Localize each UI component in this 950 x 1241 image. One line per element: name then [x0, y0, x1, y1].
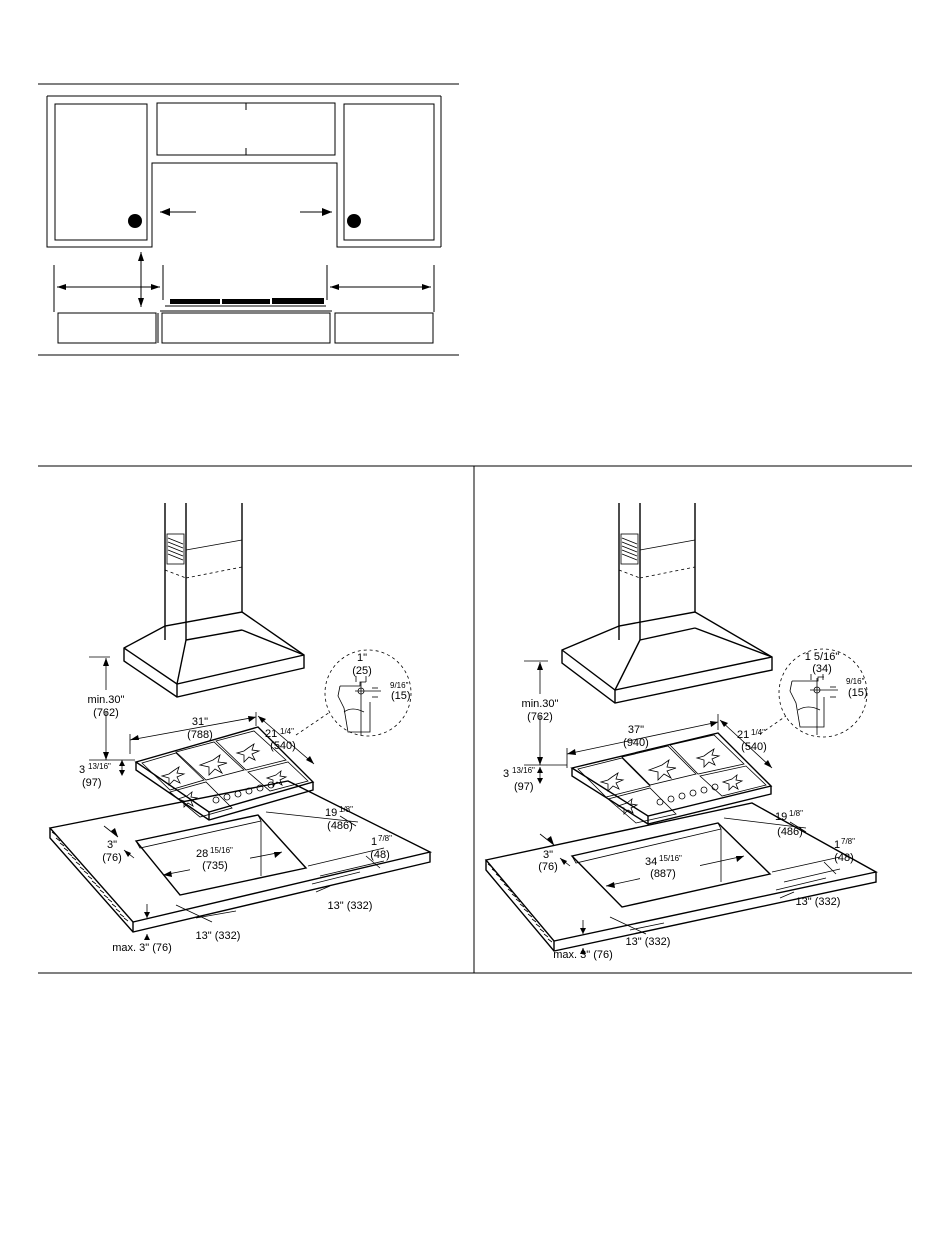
left-cabinet-knob [128, 214, 142, 228]
width-in: 37" [628, 724, 644, 736]
width-mm: (940) [623, 737, 649, 749]
back-clear-mm: (48) [370, 849, 390, 861]
depth-mm: (540) [270, 740, 296, 752]
detail-top-in: 1" [357, 652, 367, 664]
depth-mm: (540) [741, 741, 767, 753]
detail-side-mm: (15) [391, 690, 411, 702]
side-right-clear: 13" (332) [796, 896, 841, 908]
cutout-depth-in-frac: 1/8" [339, 805, 353, 814]
back-clear-mm: (48) [834, 852, 854, 864]
cutout-width-in-frac: 15/16" [210, 846, 233, 855]
depth-in-frac: 1/4" [751, 728, 765, 737]
cutout-width-in-whole: 34 [645, 856, 657, 868]
front-clear-in: 3" [543, 849, 553, 861]
side-left-clear: 13" (332) [196, 930, 241, 942]
height-in-frac: 13/16" [512, 766, 535, 775]
figure-36in-cooktop: min.30" (762) 37" (940) 21 1/4" (540) [484, 503, 878, 961]
height-in-whole: 3 [79, 764, 85, 776]
detail-side-in: 9/16" [846, 677, 865, 686]
back-clear-in-frac: 7/8" [841, 837, 855, 846]
side-left-clear: 13" (332) [626, 936, 671, 948]
cutout-width-mm: (887) [650, 868, 676, 880]
hood-chimney [164, 503, 243, 640]
height-in-whole: 3 [503, 768, 509, 780]
countertop-36in [484, 802, 878, 952]
detail-side-in: 9/16" [390, 681, 409, 690]
cutout-depth-in-whole: 19 [775, 811, 787, 823]
front-clear-mm: (76) [102, 852, 122, 864]
detail-top-mm: (25) [352, 665, 372, 677]
back-clear-in-frac: 7/8" [378, 834, 392, 843]
cutout-depth-in-frac: 1/8" [789, 809, 803, 818]
hood-chimney [618, 503, 696, 640]
countertop-30in [48, 780, 433, 933]
cutout-width-mm: (735) [202, 860, 228, 872]
depth-in-whole: 21 [265, 728, 277, 740]
back-clear-in-whole: 1 [371, 836, 377, 848]
width-mm: (788) [187, 729, 213, 741]
depth-in-whole: 21 [737, 729, 749, 741]
depth-in-frac: 1/4" [280, 727, 294, 736]
cooktop-30in [134, 726, 315, 821]
left-upper-cabinet-door [54, 103, 148, 241]
hood-height-in: min.30" [522, 698, 559, 710]
hood-canopy [561, 611, 773, 704]
height-mm: (97) [514, 781, 534, 793]
height-in-frac: 13/16" [88, 762, 111, 771]
hood-height-mm: (762) [93, 707, 119, 719]
back-clear-in-whole: 1 [834, 839, 840, 851]
middle-upper-cabinet [156, 102, 336, 156]
hood-height-mm: (762) [527, 711, 553, 723]
right-cabinet-knob [347, 214, 361, 228]
cutout-depth-mm: (486) [777, 826, 803, 838]
hood-canopy [123, 611, 305, 698]
detail-callout: 1" (25) 9/16" (15) [295, 649, 412, 737]
front-clear-mm: (76) [538, 861, 558, 873]
hood-height-in: min.30" [88, 694, 125, 706]
detail-callout: 1 5/16" (34) 9/16" (15) [759, 648, 868, 738]
detail-side-mm: (15) [848, 687, 868, 699]
cooktop-side-view [160, 298, 332, 312]
detail-top-mm: (34) [812, 663, 832, 675]
cutout-width-in-frac: 15/16" [659, 854, 682, 863]
width-in: 31" [192, 716, 208, 728]
detail-top-in: 1 5/16" [805, 651, 840, 663]
figure-30in-cooktop: min.30" (762) 31" (788) 21 1/4" (540) [48, 503, 433, 954]
cooktop-36in [570, 732, 773, 825]
cutout-width-in-whole: 28 [196, 848, 208, 860]
cutout-depth-in-whole: 19 [325, 807, 337, 819]
cabinet-elevation [46, 95, 442, 344]
cutout-depth-mm: (486) [327, 820, 353, 832]
front-clear-in: 3" [107, 839, 117, 851]
right-upper-cabinet-door [343, 103, 435, 241]
max-thickness: max. 3" (76) [553, 949, 613, 961]
max-thickness: max. 3" (76) [112, 942, 172, 954]
height-mm: (97) [82, 777, 102, 789]
side-right-clear: 13" (332) [328, 900, 373, 912]
